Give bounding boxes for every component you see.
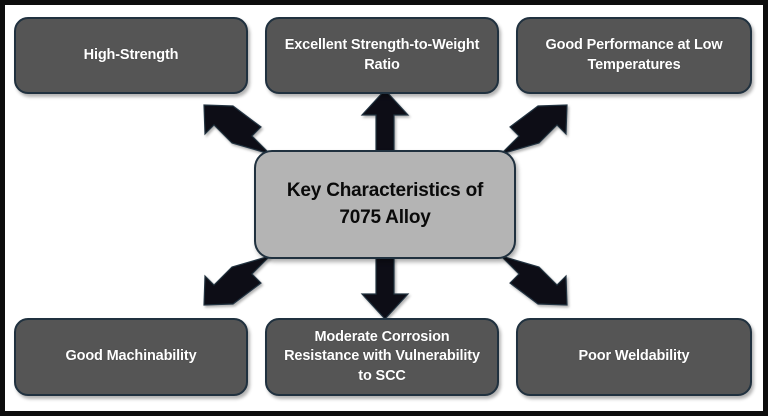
node-high-strength-label: High-Strength — [83, 46, 179, 63]
node-high-strength[interactable]: High-Strength — [14, 17, 248, 94]
arrow-down-right — [500, 255, 568, 306]
node-strength-to-weight-label: Excellent Strength-to-Weight Ratio — [284, 37, 480, 73]
node-machinability[interactable]: Good Machinability — [14, 318, 248, 396]
arrow-up — [360, 89, 410, 152]
node-machinability-label: Good Machinability — [65, 348, 197, 365]
node-low-temperature[interactable]: Good Performance at Low Temperatures — [516, 17, 752, 94]
node-key-characteristics-label: Key Characteristics of 7075 Alloy — [286, 180, 484, 228]
node-weldability-label: Poor Weldability — [578, 348, 690, 365]
arrow-down — [360, 257, 410, 320]
node-weldability[interactable]: Poor Weldability — [516, 318, 752, 396]
node-low-temperature-label: Good Performance at Low Temperatures — [545, 37, 723, 73]
node-corrosion[interactable]: Moderate Corrosion Resistance with Vulne… — [265, 318, 499, 396]
node-corrosion-label: Moderate Corrosion Resistance with Vulne… — [284, 329, 480, 384]
node-strength-to-weight[interactable]: Excellent Strength-to-Weight Ratio — [265, 17, 499, 94]
arrow-up-left — [203, 104, 271, 155]
diagram-canvas: High-Strength Excellent Strength-to-Weig… — [5, 5, 763, 411]
arrow-up-right — [500, 104, 568, 155]
node-key-characteristics[interactable]: Key Characteristics of 7075 Alloy — [254, 150, 516, 259]
arrow-down-left — [203, 255, 271, 306]
